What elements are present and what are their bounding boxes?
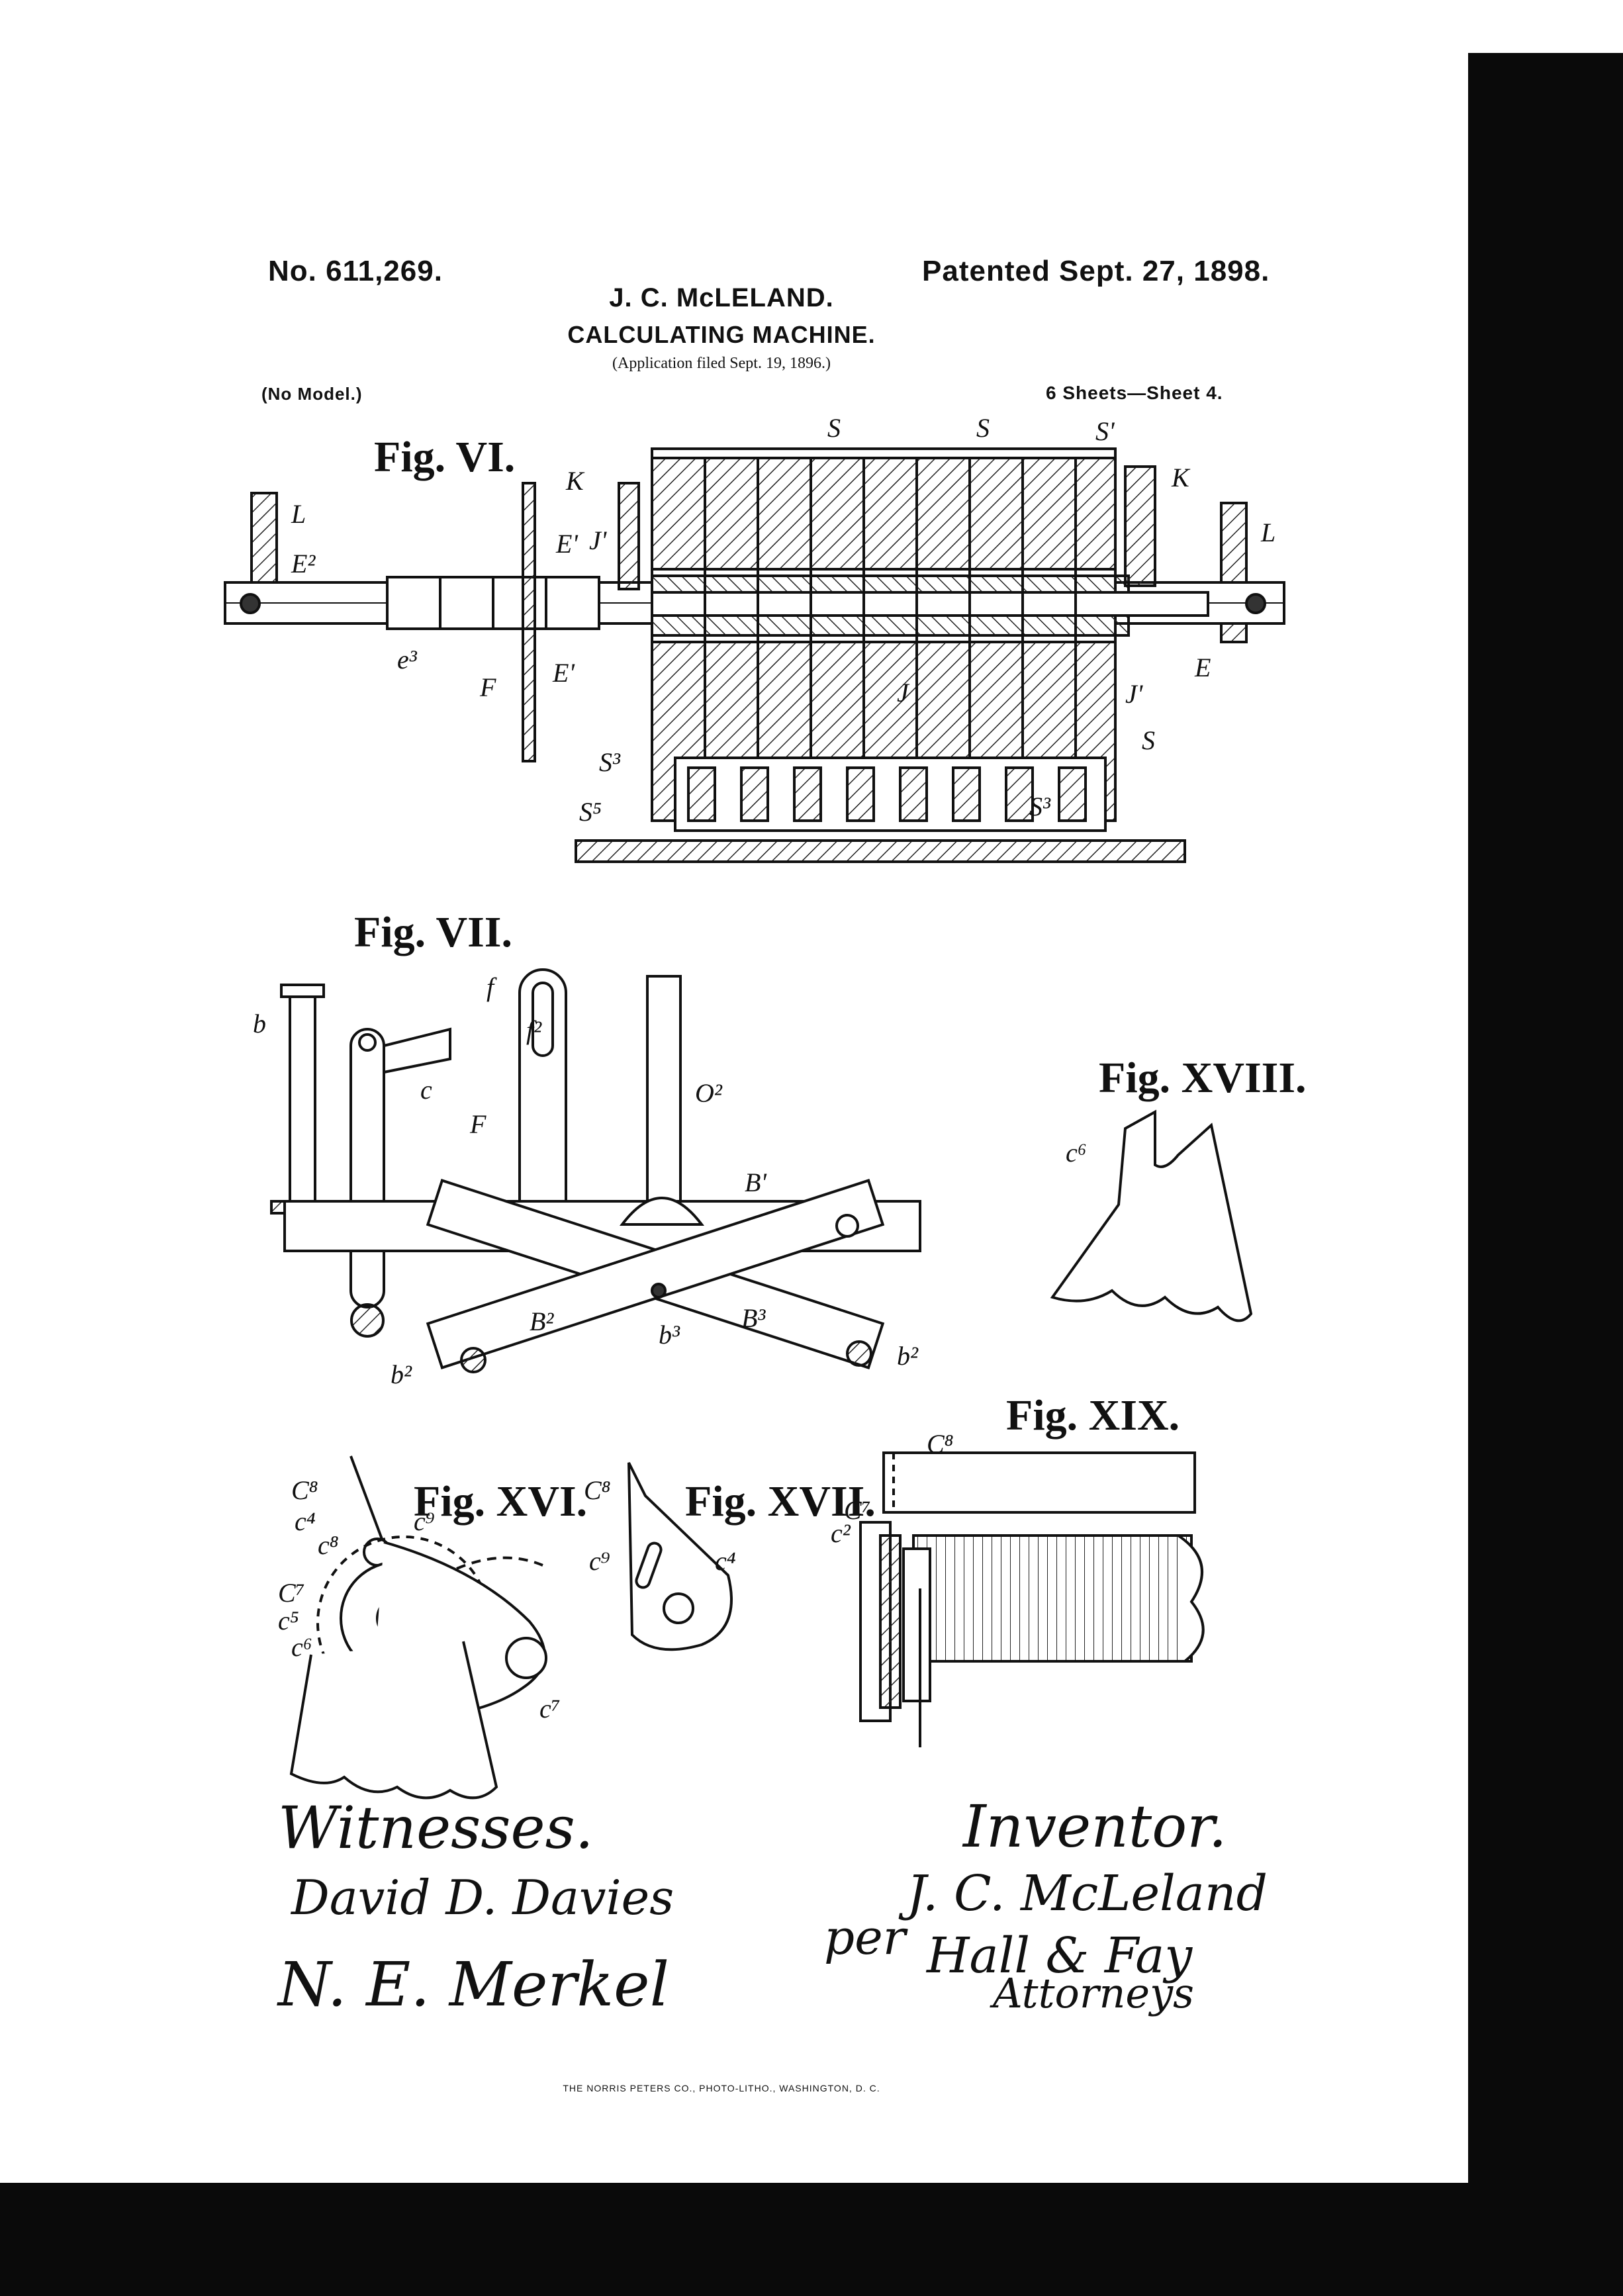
label-B3: B³	[741, 1303, 766, 1333]
inventor-name: J. C. McLELAND.	[609, 283, 834, 312]
application-filed: (Application filed Sept. 19, 1896.)	[612, 355, 831, 372]
label-L-left: L	[291, 499, 306, 529]
printer-credit: THE NORRIS PETERS CO., PHOTO-LITHO., WAS…	[563, 2083, 880, 2093]
fig17-drawing	[627, 1462, 733, 1651]
label-E: E	[1194, 653, 1211, 682]
label-B2: B²	[530, 1307, 554, 1336]
label-C8-fig16: C⁸	[291, 1475, 318, 1505]
fig19-title: Fig. XIX.	[1006, 1391, 1180, 1440]
label-S3-right: S³	[1029, 792, 1051, 821]
label-F-fig7: F	[469, 1109, 487, 1139]
label-c: c	[420, 1075, 432, 1105]
label-C8-fig17: C⁸	[584, 1475, 611, 1505]
attorneys-signature: Hall & Fay	[927, 1927, 1193, 1984]
label-S-3: S	[1142, 725, 1155, 755]
label-b: b	[253, 1009, 266, 1038]
label-E1-bottom: E'	[552, 658, 575, 688]
inventor-label: Inventor.	[963, 1792, 1227, 1860]
label-b2-right: b²	[897, 1341, 919, 1371]
fig18-title: Fig. XVIII.	[1099, 1054, 1307, 1102]
fig6-drawing	[224, 447, 1285, 863]
fig18-drawing	[1050, 1109, 1253, 1322]
sheet-count: 6 Sheets—Sheet 4.	[1046, 383, 1223, 403]
patent-number: No. 611,269.	[268, 255, 443, 287]
per-label: per	[824, 1909, 906, 1965]
label-f: f	[487, 972, 497, 1002]
label-E2: E²	[291, 549, 316, 578]
fig7-drawing	[270, 968, 921, 1373]
fig16-drawing	[289, 1455, 547, 1800]
witnesses-label: Witnesses.	[278, 1794, 594, 1862]
label-K-left: K	[565, 466, 585, 496]
label-b3: b³	[659, 1320, 680, 1350]
label-S5: S⁵	[579, 797, 602, 827]
fig6-title: Fig. VI.	[374, 433, 515, 481]
label-F-fig6: F	[479, 672, 496, 702]
label-c6-fig18: c⁶	[1066, 1138, 1087, 1168]
attorneys-label: Attorneys	[993, 1969, 1194, 2017]
label-c4-fig17: c⁴	[715, 1546, 736, 1576]
label-S3: S³	[599, 747, 621, 777]
no-model-note: (No Model.)	[261, 384, 363, 404]
label-B1: B'	[745, 1168, 767, 1197]
label-C7-fig19: C⁷	[844, 1495, 871, 1525]
label-S1: S'	[1095, 416, 1115, 446]
label-E1-top: E'	[555, 529, 579, 559]
inventor-signature: J. C. McLeland	[907, 1865, 1268, 1922]
label-c9-fig17: c⁹	[589, 1546, 610, 1576]
label-S-2: S	[976, 413, 990, 443]
scan-border-right	[1468, 53, 1623, 2296]
label-C7-fig16: C⁷	[278, 1578, 305, 1608]
label-b2-left: b²	[391, 1359, 412, 1389]
label-J1-right: J'	[1125, 679, 1144, 709]
fig16-title: Fig. XVI.	[414, 1477, 587, 1526]
fig7-title: Fig. VII.	[354, 908, 512, 956]
label-f2: f²	[526, 1015, 542, 1045]
label-c6-fig16: c⁶	[291, 1632, 312, 1662]
patent-title: CALCULATING MACHINE.	[567, 321, 876, 348]
label-K-right: K	[1171, 463, 1191, 492]
fig19-drawing	[859, 1451, 1205, 1747]
label-O2: O²	[695, 1078, 723, 1108]
fig17-title: Fig. XVII.	[685, 1477, 876, 1526]
label-c2-fig19: c²	[831, 1518, 851, 1548]
label-C8-fig19: C⁸	[927, 1429, 954, 1459]
label-J1-top: J'	[589, 526, 608, 555]
label-e3: e³	[397, 645, 418, 674]
label-c4-fig16: c⁴	[295, 1506, 316, 1536]
label-c8-fig16: c⁸	[318, 1530, 339, 1560]
witness-1-signature: David D. Davies	[291, 1870, 674, 1925]
witness-2-signature: N. E. Merkel	[278, 1949, 669, 2020]
label-S-1: S	[827, 413, 841, 443]
label-J: J	[897, 678, 910, 708]
label-c5-fig16: c⁵	[278, 1606, 299, 1635]
label-c7-fig16: c⁷	[539, 1694, 561, 1723]
patent-date: Patented Sept. 27, 1898.	[922, 255, 1270, 287]
scan-border-bottom	[0, 2183, 1623, 2296]
label-c9-fig16: c⁹	[414, 1506, 435, 1536]
label-L-right: L	[1260, 518, 1275, 547]
